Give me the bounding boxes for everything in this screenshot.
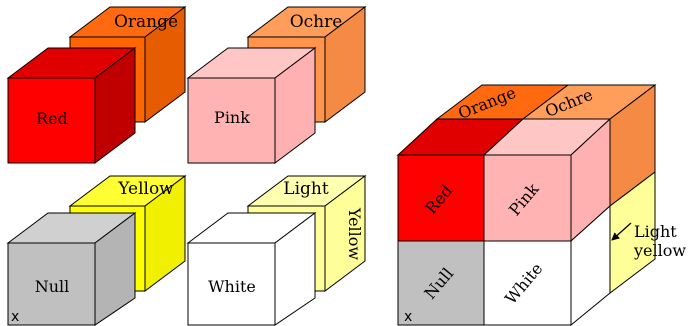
callout-label-line2: yellow	[633, 241, 686, 260]
cube-orange-label: Orange	[114, 12, 178, 32]
combined-cube: Orange Ochre Red Pink Null White x	[396, 83, 657, 326]
cube-pink-label: Pink	[214, 108, 250, 127]
cube-white-front	[187, 242, 276, 326]
cube-null-x-marker: x	[11, 309, 19, 325]
cube-null-front	[7, 242, 96, 326]
cube-red-front	[7, 77, 96, 164]
cube-light-yellow-top-label: Light	[283, 179, 329, 199]
callout-label-line1: Light	[634, 222, 677, 241]
cube-null: Null x	[6, 212, 137, 326]
cube-white-label: White	[208, 277, 256, 296]
combined-front-white	[483, 240, 572, 326]
cube-ochre-label: Ochre	[290, 12, 343, 32]
light-yellow-callout: Light yellow	[611, 222, 686, 260]
cube-pink: Pink	[186, 47, 317, 164]
cube-yellow-label: Yellow	[117, 179, 174, 199]
cube-red: Red	[6, 47, 137, 164]
combined-x-marker: x	[404, 309, 412, 325]
cube-null-label: Null	[35, 277, 70, 296]
cube-white: White	[186, 212, 317, 326]
cube-light-yellow-side-label: Yellow	[345, 207, 364, 261]
cube-pink-front	[187, 77, 276, 164]
cube-red-label: Red	[36, 109, 68, 128]
callout-arrow	[611, 222, 632, 241]
